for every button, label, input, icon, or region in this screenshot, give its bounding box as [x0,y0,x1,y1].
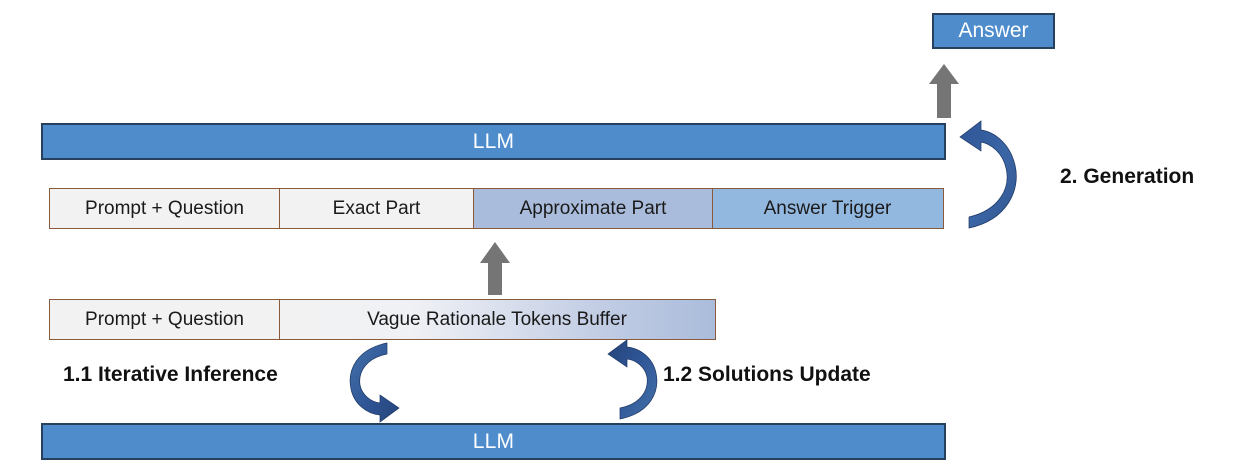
sequence-cell-label: Exact Part [332,197,421,219]
sequence-cell-approximate-part: Approximate Part [473,188,713,229]
gray-up-arrow-icon [480,242,510,295]
step-label-iterative-inference: 1.1 Iterative Inference [63,363,278,387]
buffer-sequence-row: Prompt + Question Vague Rationale Tokens… [49,299,716,340]
step-label-solutions-update: 1.2 Solutions Update [663,363,871,387]
step-label-generation: 2. Generation [1060,165,1194,189]
buffer-cell-prompt-question: Prompt + Question [49,299,280,340]
buffer-cell-label: Prompt + Question [85,308,244,330]
sequence-cell-answer-trigger: Answer Trigger [711,188,944,229]
sequence-cell-prompt-question: Prompt + Question [49,188,280,229]
curved-up-arrow-icon [959,120,1017,229]
llm-bottom-label: LLM [472,429,515,453]
sequence-cell-exact-part: Exact Part [278,188,475,229]
llm-top-label: LLM [472,129,515,153]
sequence-cell-label: Approximate Part [519,197,667,219]
curved-up-arrow-icon [607,339,658,420]
llm-bar-bottom: LLM [41,423,946,460]
generation-sequence-row: Prompt + Question Exact Part Approximate… [49,188,944,229]
gray-up-arrow-icon [929,64,959,118]
sequence-cell-label: Answer Trigger [763,197,892,219]
step-iterative-inference-text: 1.1 Iterative Inference [63,363,278,386]
buffer-cell-label: Vague Rationale Tokens Buffer [367,308,627,330]
answer-box: Answer [932,13,1055,49]
buffer-cell-vague-rationale-tokens-buffer: Vague Rationale Tokens Buffer [278,299,716,340]
sequence-cell-label: Prompt + Question [85,197,244,219]
curved-down-arrow-icon [349,342,400,423]
step-generation-text: 2. Generation [1060,165,1195,188]
llm-bar-top: LLM [41,123,946,160]
answer-label: Answer [958,19,1029,42]
step-solutions-update-text: 1.2 Solutions Update [663,363,871,386]
